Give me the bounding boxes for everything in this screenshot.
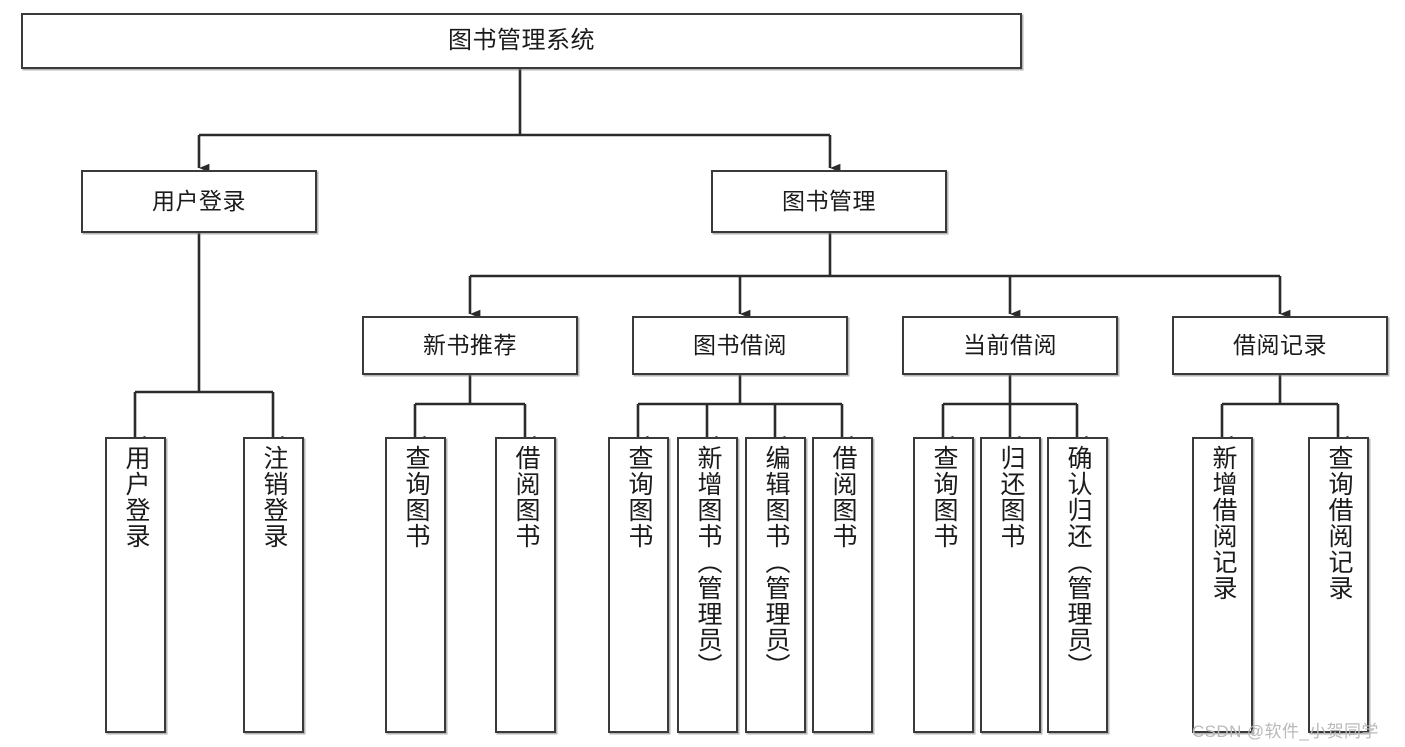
node-borrow-record[interactable]: 借阅记录: [1172, 316, 1388, 375]
leaf-current-borrow-query-book[interactable]: 查询图书: [913, 437, 974, 733]
node-label: 归还图书: [997, 445, 1025, 549]
node-label: 图书借阅: [693, 331, 787, 358]
leaf-new-book-query-book[interactable]: 查询图书: [385, 437, 446, 733]
node-label: 用户登录: [152, 187, 246, 214]
csdn-watermark: CSDN @软件_小贺同学: [1192, 722, 1379, 741]
node-current-borrow[interactable]: 当前借阅: [902, 316, 1118, 375]
node-label: 新增图书（管理员）: [694, 445, 722, 679]
node-label: 查询图书: [402, 445, 430, 549]
leaf-borrow-record-add-record[interactable]: 新增借阅记录: [1192, 437, 1253, 733]
leaf-book-borrow-add-book-admin[interactable]: 新增图书（管理员）: [677, 437, 738, 733]
leaf-user-login-logout[interactable]: 注销登录: [243, 437, 304, 733]
node-label: 借阅图书: [829, 445, 857, 549]
node-label: 借阅图书: [512, 445, 540, 549]
leaf-book-borrow-borrow-book[interactable]: 借阅图书: [812, 437, 873, 733]
node-label: 查询图书: [930, 445, 958, 549]
node-label: 确认归还（管理员）: [1064, 445, 1092, 679]
node-label: 图书管理系统: [448, 26, 595, 54]
leaf-current-borrow-return-book[interactable]: 归还图书: [980, 437, 1041, 733]
node-root-book-management-system[interactable]: 图书管理系统: [21, 13, 1022, 69]
node-book-borrow[interactable]: 图书借阅: [632, 316, 848, 375]
node-book-management[interactable]: 图书管理: [711, 170, 947, 233]
node-user-login[interactable]: 用户登录: [81, 170, 317, 233]
leaf-book-borrow-query-book[interactable]: 查询图书: [608, 437, 669, 733]
node-label: 新增借阅记录: [1209, 445, 1237, 601]
leaf-borrow-record-query-record[interactable]: 查询借阅记录: [1308, 437, 1369, 733]
leaf-new-book-borrow-book[interactable]: 借阅图书: [495, 437, 556, 733]
leaf-book-borrow-edit-book-admin[interactable]: 编辑图书（管理员）: [745, 437, 806, 733]
node-label: 新书推荐: [423, 331, 517, 358]
node-label: 用户登录: [122, 445, 150, 549]
node-label: 当前借阅: [963, 331, 1057, 358]
node-new-book-recommend[interactable]: 新书推荐: [362, 316, 578, 375]
node-label: 注销登录: [260, 445, 288, 549]
node-label: 图书管理: [782, 187, 876, 214]
node-label: 借阅记录: [1233, 331, 1327, 358]
node-label: 查询图书: [625, 445, 653, 549]
leaf-user-login-login[interactable]: 用户登录: [105, 437, 166, 733]
leaf-current-borrow-confirm-return-admin[interactable]: 确认归还（管理员）: [1047, 437, 1108, 733]
node-label: 查询借阅记录: [1325, 445, 1353, 601]
node-label: 编辑图书（管理员）: [762, 445, 790, 679]
